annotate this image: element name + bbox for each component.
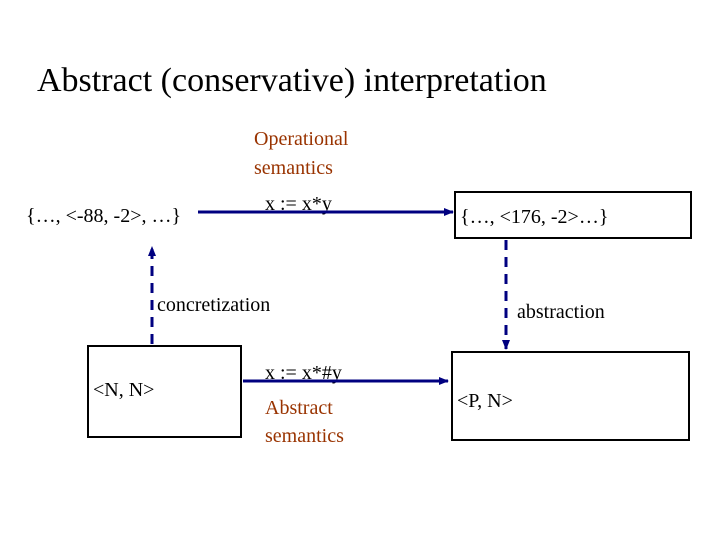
abstract-semantics-line1: Abstract [265,397,333,419]
concretization-label: concretization [157,294,271,316]
operational-semantics-line1: Operational [254,128,349,150]
abstract-state-left: <N, N> [93,379,155,401]
concrete-state-right: {…, <176, -2>…} [460,206,609,228]
operational-statement: x := x*y [265,193,332,215]
concrete-state-left: {…, <-88, -2>, …} [26,205,182,227]
abstract-statement: x := x*#y [265,362,342,384]
page-title: Abstract (conservative) interpretation [37,62,547,99]
abstraction-label: abstraction [517,301,605,323]
abstract-state-right-box: <P, N> [451,351,690,441]
abstract-state-left-box: <N, N> [87,345,242,438]
abstract-semantics-line2: semantics [265,425,344,447]
operational-semantics-line2: semantics [254,157,333,179]
abstract-state-right: <P, N> [457,390,513,412]
concrete-state-right-box: {…, <176, -2>…} [454,191,692,239]
